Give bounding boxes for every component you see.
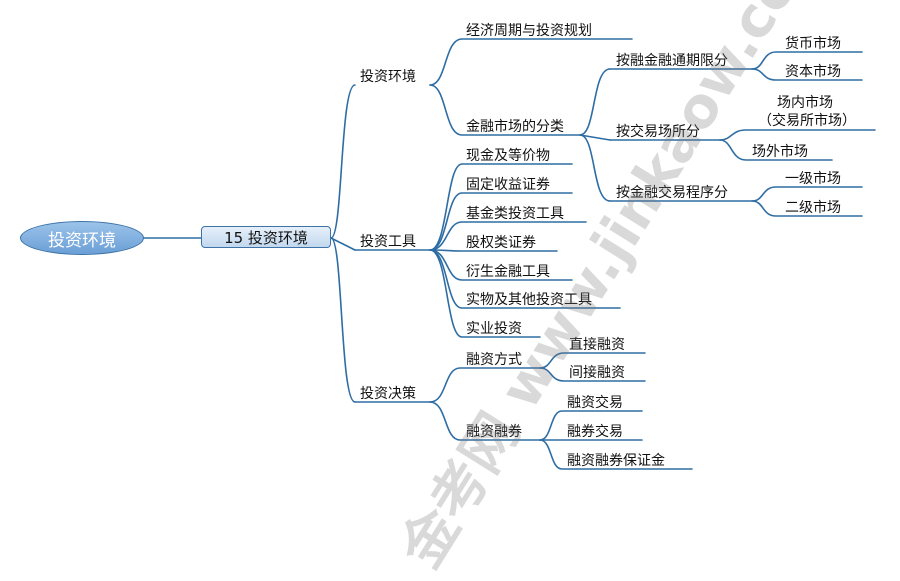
- node-secondary-market: 二级市场: [785, 200, 841, 216]
- node-capital-market: 资本市场: [785, 64, 841, 80]
- node-by-venue: 按交易场所分: [616, 124, 700, 140]
- node-primary-market: 一级市场: [785, 171, 841, 187]
- branch-env: 投资环境: [360, 69, 416, 85]
- margin-item: 融资融券保证金: [567, 453, 665, 469]
- center-label: 15 投资环境: [224, 228, 308, 247]
- node-indirect-financing: 间接融资: [569, 365, 625, 381]
- margin-item: 融券交易: [567, 424, 623, 440]
- tool-item: 衍生金融工具: [466, 264, 550, 280]
- tool-item: 实业投资: [466, 321, 522, 337]
- node-market-classification: 金融市场的分类: [466, 119, 564, 135]
- node-offsite-market: 场外市场: [752, 144, 808, 160]
- tool-item: 固定收益证券: [466, 177, 550, 193]
- node-onsite-line2: （交易所市场）: [758, 113, 856, 129]
- branch-decision: 投资决策: [360, 386, 416, 402]
- node-financing-mode: 融资方式: [466, 352, 522, 368]
- node-cycle: 经济周期与投资规划: [466, 23, 592, 39]
- node-by-term: 按融金融通期限分: [616, 53, 728, 69]
- branch-tools: 投资工具: [360, 234, 416, 250]
- margin-item: 融资交易: [567, 395, 623, 411]
- node-direct-financing: 直接融资: [569, 337, 625, 353]
- node-by-procedure: 按金融交易程序分: [616, 185, 728, 201]
- node-onsite-line1: 场内市场: [777, 95, 833, 111]
- center-node: 15 投资环境: [201, 226, 331, 248]
- root-node: 投资环境: [20, 221, 144, 255]
- mindmap: 投资环境 15 投资环境 投资环境 投资工具 投资决策 经济周期与投资规划 金融…: [20, 0, 876, 579]
- connector-lines: [143, 38, 876, 470]
- tool-item: 实物及其他投资工具: [466, 292, 592, 308]
- tool-item: 股权类证券: [466, 235, 536, 251]
- tool-item: 基金类投资工具: [466, 206, 564, 222]
- node-margin-trading: 融资融券: [466, 424, 522, 440]
- tool-item: 现金及等价物: [466, 148, 550, 164]
- node-money-market: 货币市场: [785, 36, 841, 52]
- root-label: 投资环境: [48, 230, 116, 251]
